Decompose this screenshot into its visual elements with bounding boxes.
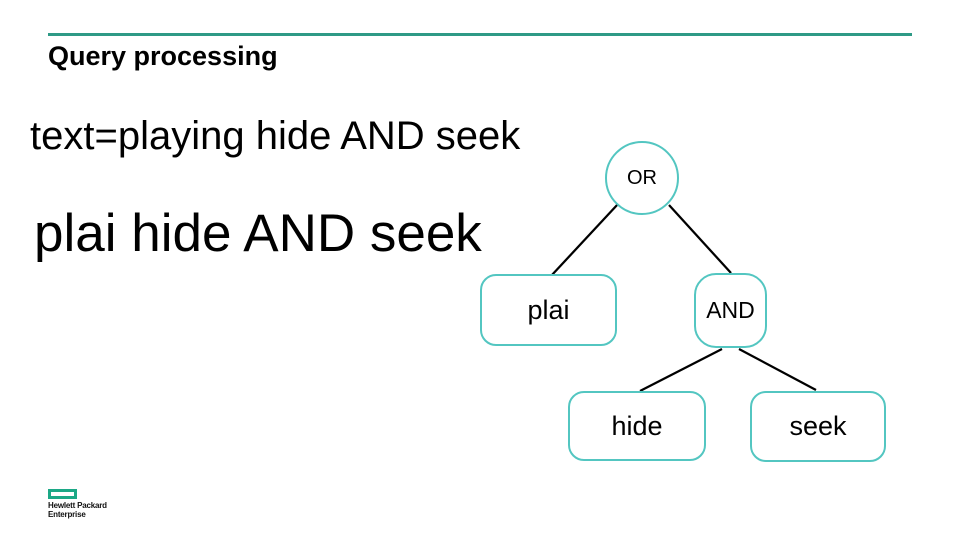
header-divider-rule: [48, 33, 912, 36]
hpe-logo-text-line1: Hewlett Packard: [48, 501, 107, 510]
tree-node-and-label: AND: [706, 297, 755, 323]
tree-node-or-label: OR: [627, 166, 657, 189]
hpe-logo-text: Hewlett Packard Enterprise: [48, 501, 107, 519]
tree-node-seek-label: seek: [789, 411, 847, 441]
edge-or-to-plai: [550, 203, 619, 277]
slide-title: Query processing: [48, 41, 278, 71]
tree-node-hide-label: hide: [611, 410, 663, 441]
stemmed-query-text: plai hide AND seek: [34, 204, 482, 263]
edge-and-to-hide: [639, 347, 723, 393]
hpe-element-logo-icon: [48, 489, 77, 499]
tree-node-plai-label: plai: [527, 294, 570, 325]
hpe-logo-text-line2: Enterprise: [48, 510, 86, 519]
tree-node-hide: hide: [568, 391, 706, 461]
original-query-text: text=playing hide AND seek: [30, 114, 521, 158]
tree-node-or: OR: [605, 141, 679, 215]
edge-or-to-and: [668, 204, 732, 274]
tree-node-seek: seek: [750, 391, 886, 462]
edge-and-to-seek: [738, 348, 817, 391]
tree-node-and: AND: [694, 273, 767, 348]
tree-node-plai: plai: [480, 274, 617, 346]
